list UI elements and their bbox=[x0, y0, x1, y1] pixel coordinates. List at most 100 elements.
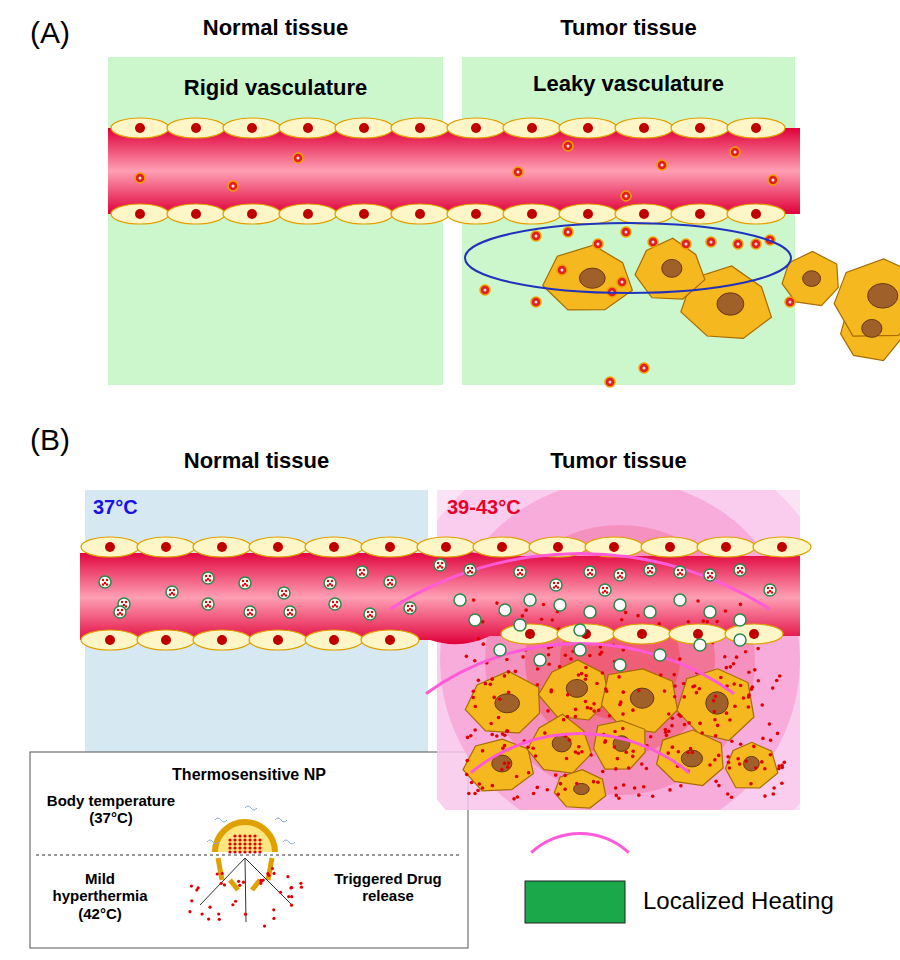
drug-molecule bbox=[586, 706, 590, 710]
endothelial-cell bbox=[335, 118, 393, 138]
nanoparticle bbox=[751, 239, 761, 249]
drug-molecule bbox=[689, 747, 693, 751]
drug-molecule bbox=[190, 885, 193, 888]
drug-molecule bbox=[589, 707, 593, 711]
empty-nanoparticle bbox=[524, 594, 536, 606]
endothelial-cell bbox=[727, 118, 785, 138]
drug-molecule bbox=[608, 714, 612, 718]
loaded-nanoparticle bbox=[384, 576, 396, 588]
drug-molecule bbox=[726, 755, 730, 759]
tumor-cell bbox=[554, 770, 605, 808]
tumor-cell bbox=[725, 742, 777, 788]
drug-molecule bbox=[584, 677, 588, 681]
nanoparticle bbox=[228, 181, 238, 191]
drug-molecule bbox=[481, 786, 485, 790]
drug-molecule bbox=[614, 786, 618, 790]
drug-molecule bbox=[742, 696, 746, 700]
drug-molecule bbox=[492, 696, 496, 700]
tissue-region: Normal tissueRigid vasculature bbox=[108, 57, 443, 385]
drug-molecule bbox=[190, 899, 193, 902]
drug-molecule bbox=[271, 867, 274, 870]
drug-molecule bbox=[238, 884, 241, 887]
drug-molecule bbox=[543, 731, 547, 735]
blood-vessel bbox=[80, 551, 800, 644]
drug-molecule bbox=[769, 753, 773, 757]
peg-chain bbox=[283, 840, 295, 844]
nanoparticle bbox=[563, 141, 573, 151]
drug-molecule bbox=[472, 689, 476, 693]
tumor-nucleus bbox=[579, 268, 605, 288]
drug-molecule bbox=[736, 757, 740, 761]
drug-molecule bbox=[467, 792, 471, 796]
region-fill bbox=[30, 752, 468, 948]
drug-molecule bbox=[263, 925, 266, 928]
drug-molecule bbox=[577, 745, 581, 749]
drug-molecule bbox=[596, 780, 600, 784]
endothelial-cell bbox=[473, 537, 531, 557]
empty-nanoparticle bbox=[644, 606, 656, 618]
drug-molecule bbox=[716, 724, 720, 728]
drug-molecule bbox=[563, 787, 567, 791]
loaded-nanoparticle bbox=[644, 564, 656, 576]
drug-molecule bbox=[633, 786, 637, 790]
drug-molecule bbox=[503, 761, 507, 765]
drug-molecule bbox=[677, 713, 681, 717]
drug-molecule bbox=[592, 780, 596, 784]
drug-molecule bbox=[627, 766, 631, 770]
drug-molecule bbox=[223, 883, 226, 886]
endothelial-cell bbox=[501, 624, 559, 644]
drug-molecule bbox=[778, 674, 782, 678]
nanoparticle bbox=[733, 239, 743, 249]
loaded-nanoparticle bbox=[614, 569, 626, 581]
drug-molecule bbox=[780, 781, 784, 785]
drug-molecule bbox=[725, 666, 729, 670]
drug-molecule bbox=[719, 676, 723, 680]
drug-molecule bbox=[679, 784, 683, 788]
drug-molecule bbox=[671, 716, 675, 720]
drug-molecule bbox=[220, 882, 223, 885]
drug-molecule bbox=[714, 695, 718, 699]
drug-molecule bbox=[771, 686, 775, 690]
endothelial-cell bbox=[279, 204, 337, 224]
region-heading: Normal tissue bbox=[85, 448, 428, 473]
drug-molecule bbox=[221, 872, 224, 875]
drug-molecule bbox=[481, 749, 485, 753]
drug-molecule bbox=[614, 794, 618, 798]
drug-molecule bbox=[637, 793, 641, 797]
drug-molecule bbox=[592, 709, 596, 713]
drug-molecule bbox=[747, 695, 751, 699]
endothelial-cell bbox=[503, 118, 561, 138]
drug-molecule bbox=[730, 739, 734, 743]
drug-molecule bbox=[723, 655, 727, 659]
cell-nucleus bbox=[721, 542, 731, 552]
endothelial-cell bbox=[167, 204, 225, 224]
empty-nanoparticle bbox=[554, 599, 566, 611]
drug-molecule bbox=[564, 653, 568, 657]
drug-molecule bbox=[622, 783, 626, 787]
drug-molecule bbox=[505, 729, 509, 733]
drug-molecule bbox=[783, 760, 787, 764]
endothelial-cell bbox=[111, 204, 169, 224]
region-heading: Normal tissue bbox=[108, 15, 443, 40]
region-fill bbox=[108, 57, 443, 385]
drug-molecule bbox=[473, 792, 477, 796]
cell-nucleus bbox=[637, 629, 647, 639]
empty-nanoparticle bbox=[584, 606, 596, 618]
cell-nucleus bbox=[247, 123, 257, 133]
drug-molecule bbox=[491, 784, 495, 788]
empty-nanoparticle bbox=[574, 624, 586, 636]
heater-block: Localized Heating bbox=[525, 881, 625, 923]
loaded-nanoparticle bbox=[584, 566, 596, 578]
drug-molecule bbox=[763, 767, 767, 771]
endothelial-cell bbox=[223, 118, 281, 138]
drug-molecule bbox=[497, 716, 501, 720]
drug-molecule bbox=[484, 682, 488, 686]
drug-molecule bbox=[503, 733, 507, 737]
tumor-nucleus bbox=[862, 319, 882, 337]
cell-nucleus bbox=[359, 209, 369, 219]
empty-nanoparticle bbox=[454, 594, 466, 606]
drug-molecule bbox=[495, 734, 499, 738]
region-heading: Tumor tissue bbox=[462, 15, 795, 40]
endothelial-cell bbox=[559, 118, 617, 138]
drug-molecule bbox=[726, 792, 730, 796]
